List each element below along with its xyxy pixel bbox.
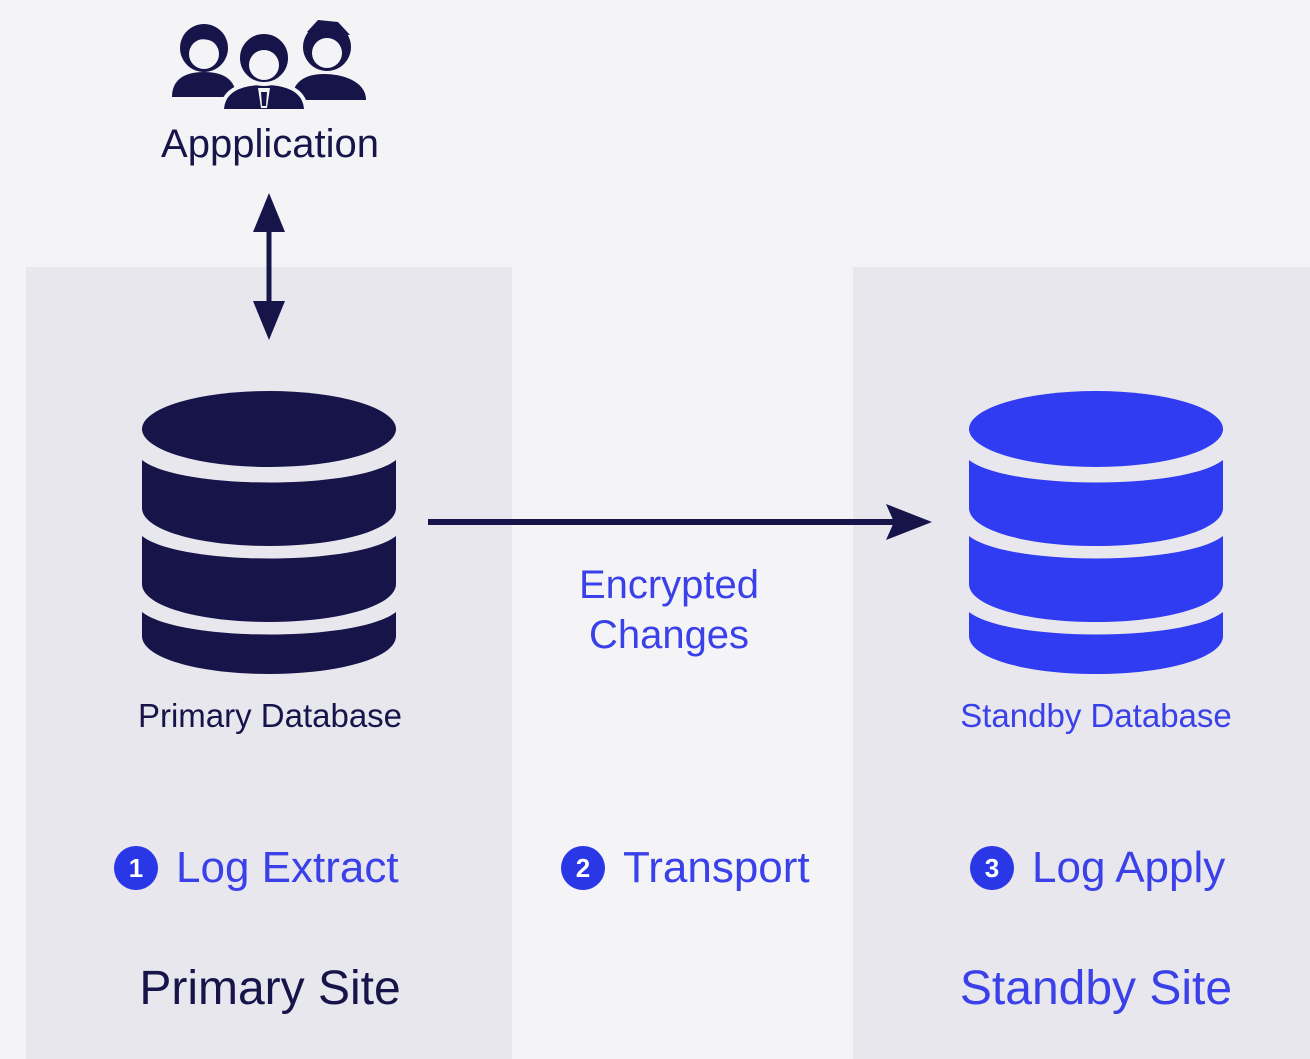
user-icon-left (172, 24, 236, 97)
step-transport: 2 Transport (561, 843, 810, 893)
step-number-badge: 3 (970, 846, 1014, 890)
step-label: Log Apply (1032, 843, 1226, 892)
standby-database-icon (969, 391, 1223, 674)
primary-site-label: Primary Site (139, 962, 401, 1015)
standby-site-label: Standby Site (959, 962, 1233, 1015)
step-label: Transport (623, 843, 810, 892)
users-group-icon (172, 20, 366, 113)
step-log-apply: 3 Log Apply (970, 843, 1225, 893)
step-number-badge: 1 (114, 846, 158, 890)
step-label: Log Extract (176, 843, 399, 892)
primary-database-label: Primary Database (137, 697, 403, 734)
user-icon-right (292, 20, 366, 100)
transfer-arrow (428, 504, 932, 540)
transfer-label-line1: Encrypted (578, 563, 760, 607)
transfer-label: Encrypted Changes (519, 560, 819, 660)
primary-database-icon (142, 391, 396, 674)
standby-database-label: Standby Database (960, 697, 1232, 734)
transfer-label-line2: Changes (588, 613, 750, 657)
user-icon-center (219, 30, 309, 113)
step-number-badge: 2 (561, 846, 605, 890)
app-db-arrow (253, 193, 285, 340)
step-log-extract: 1 Log Extract (114, 843, 399, 893)
application-label: Appplication (161, 122, 379, 166)
